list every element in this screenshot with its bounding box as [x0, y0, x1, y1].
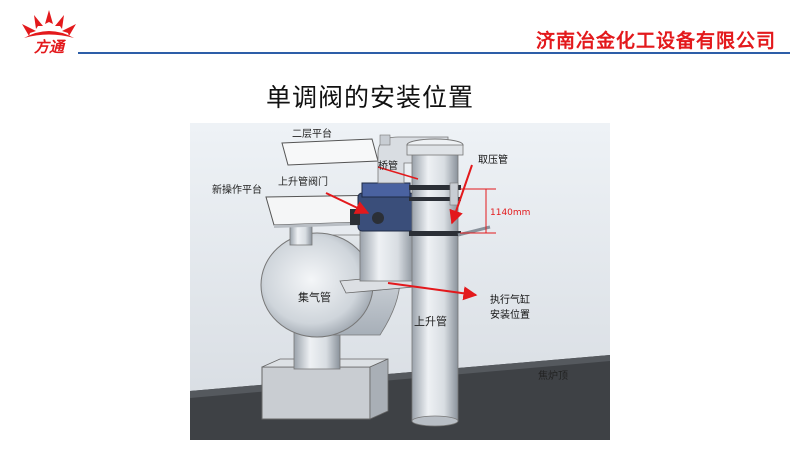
- header-bar: 方通 济南冶金化工设备有限公司: [0, 0, 800, 58]
- company-name: 济南冶金化工设备有限公司: [535, 30, 776, 52]
- dimension-marker: [460, 188, 496, 234]
- label-pressure-tap: 取压管: [478, 153, 508, 166]
- label-riser-pipe: 上升管: [414, 314, 447, 328]
- riser-clamp-upper: [409, 185, 461, 190]
- valve-handwheel-icon: [372, 212, 384, 224]
- label-actuator-location-line1: 执行气缸: [490, 293, 530, 306]
- pressure-tap-arrow-feeder: [377, 166, 419, 180]
- label-bridge-pipe: 桥管: [378, 159, 398, 172]
- label-oven-top: 焦炉顶: [538, 369, 568, 382]
- installation-diagram: 二层平台 桥管 上升管阀门 新操作平台 集气管 上升管 焦炉顶 取压管 执行气缸…: [190, 123, 610, 440]
- actuator-arrow: [387, 282, 478, 301]
- label-second-floor-platform: 二层平台: [292, 127, 332, 140]
- company-logo: 方通: [22, 10, 76, 56]
- riser-valve-arrow: [325, 192, 370, 214]
- label-riser-valve: 上升管阀门: [278, 175, 328, 188]
- label-actuator-location-line2: 安装位置: [490, 308, 530, 321]
- pressure-tap-arrow: [449, 164, 473, 225]
- label-gas-collector: 集气管: [298, 290, 331, 304]
- logo-text: 方通: [34, 38, 67, 56]
- page-title: 单调阀的安装位置: [265, 83, 474, 112]
- riser-clamp-lower: [409, 231, 461, 236]
- page-title-wrap: 单调阀的安装位置: [0, 78, 800, 114]
- label-dimension: 1140mm: [490, 208, 530, 218]
- pressure-tap-pipe: [457, 225, 491, 237]
- label-new-operating-platform: 新操作平台: [212, 183, 262, 196]
- second-floor-platform: [281, 138, 379, 166]
- collector-base-block: [261, 366, 371, 420]
- header-divider: [78, 52, 790, 54]
